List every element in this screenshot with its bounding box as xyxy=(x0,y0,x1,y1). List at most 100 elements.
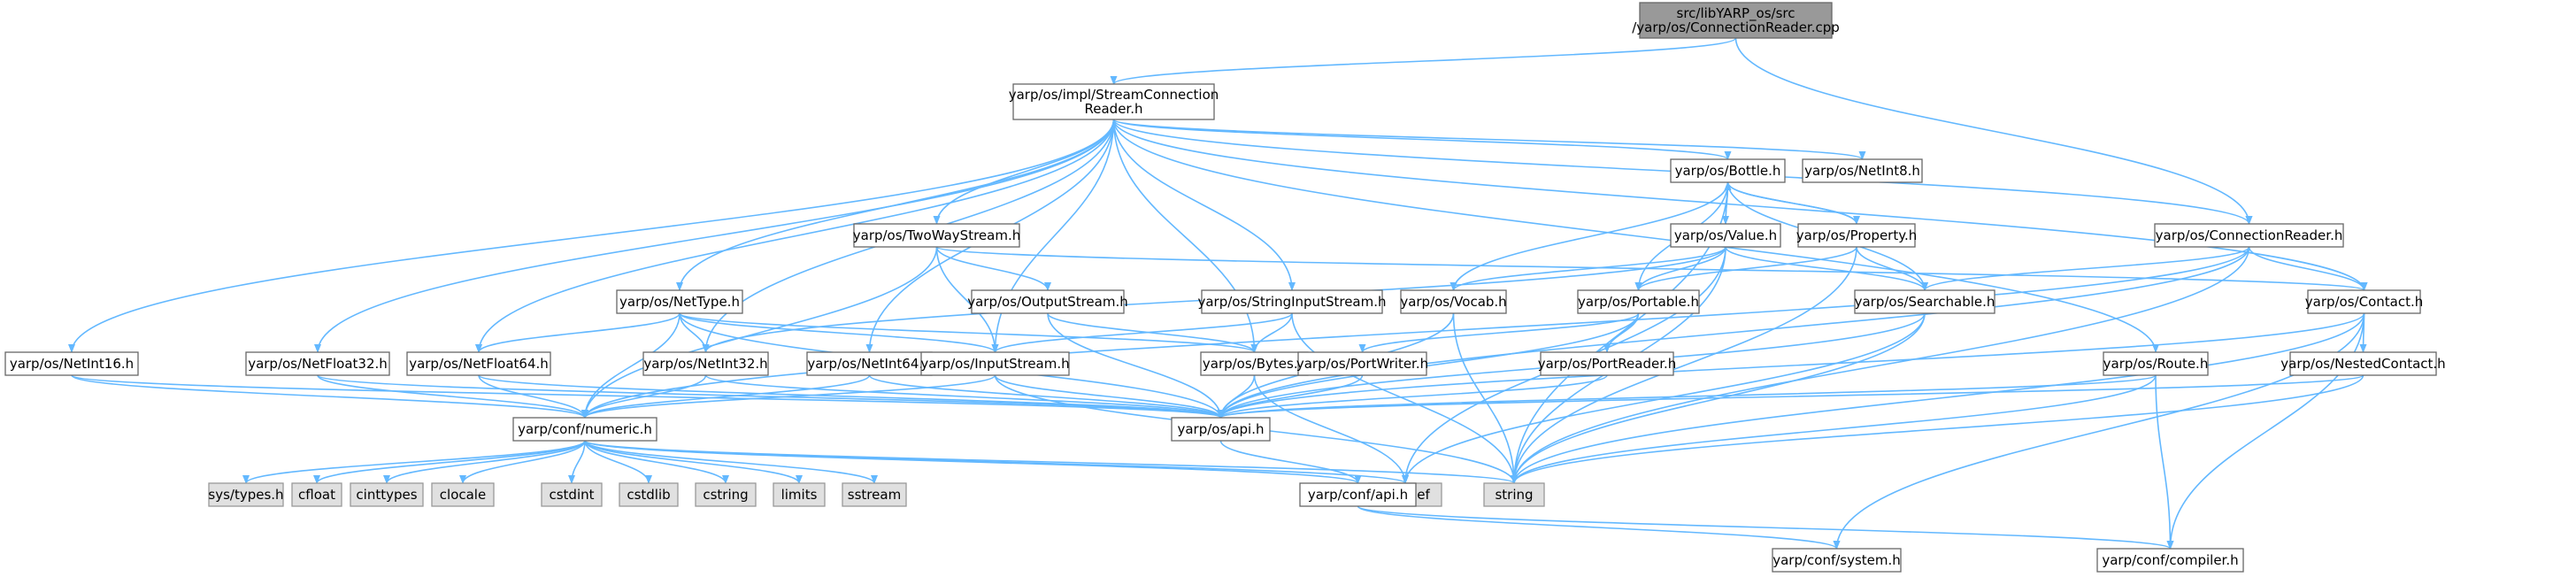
node-contact[interactable]: yarp/os/Contact.h xyxy=(2305,289,2424,314)
node-label-netint16: yarp/os/NetInt16.h xyxy=(10,356,134,372)
node-box-system xyxy=(1772,548,1902,573)
node-root[interactable]: src/libYARP_os/src/yarp/os/ConnectionRea… xyxy=(1632,2,1840,39)
node-box-clocale xyxy=(431,482,495,507)
edge-numeric-to-cstddef xyxy=(584,440,1409,484)
edge-scr-to-route xyxy=(1112,119,2159,353)
node-bytes[interactable]: yarp/os/Bytes.h xyxy=(1200,351,1309,376)
node-netfloat32[interactable]: yarp/os/NetFloat32.h xyxy=(245,351,390,376)
edge-connreader-to-contact xyxy=(2248,246,2368,291)
node-box-portwriter xyxy=(1297,351,1427,376)
node-system[interactable]: yarp/conf/system.h xyxy=(1772,548,1902,573)
node-label-netint8: yarp/os/NetInt8.h xyxy=(1804,163,1920,179)
node-value[interactable]: yarp/os/Value.h xyxy=(1670,223,1781,248)
node-box-nestedcontact xyxy=(2289,351,2437,376)
node-box-cstdlib xyxy=(619,482,679,507)
node-box-numeric xyxy=(512,417,657,442)
node-label-property: yarp/os/Property.h xyxy=(1796,227,1917,243)
node-label-netint32: yarp/os/NetInt32.h xyxy=(643,356,767,372)
node-nettype[interactable]: yarp/os/NetType.h xyxy=(616,289,743,314)
edge-contact-to-string xyxy=(1511,312,2365,484)
edge-numeric-to-cinttypes xyxy=(383,440,586,484)
node-label-value: yarp/os/Value.h xyxy=(1674,227,1777,243)
node-string: string xyxy=(1483,482,1545,507)
node-label-confapi: yarp/conf/api.h xyxy=(1308,487,1408,503)
node-searchable[interactable]: yarp/os/Searchable.h xyxy=(1854,289,1995,314)
node-box-strinput xyxy=(1201,289,1383,314)
edge-confapi-to-system xyxy=(1357,505,1841,550)
edge-confapi-to-compiler xyxy=(1357,505,2174,550)
edge-nettype-to-bytes xyxy=(679,312,1258,353)
node-connreader[interactable]: yarp/os/ConnectionReader.h xyxy=(2154,223,2344,248)
node-label-cfloat: cfloat xyxy=(298,487,335,503)
node-box-netint16 xyxy=(4,351,139,376)
node-portwriter[interactable]: yarp/os/PortWriter.h xyxy=(1296,351,1428,376)
edge-numeric-to-systypes xyxy=(242,440,586,484)
node-nestedcontact[interactable]: yarp/os/NestedContact.h xyxy=(2280,351,2446,376)
node-box-portable xyxy=(1577,289,1700,314)
node-netfloat64[interactable]: yarp/os/NetFloat64.h xyxy=(406,351,551,376)
edge-numeric-to-cfloat xyxy=(313,440,586,484)
node-confapi[interactable]: yarp/conf/api.h xyxy=(1299,482,1417,507)
node-netint64[interactable]: yarp/os/NetInt64.h xyxy=(806,351,933,376)
edge-nettype-to-netint32 xyxy=(679,312,710,353)
node-bottle[interactable]: yarp/os/Bottle.h xyxy=(1670,158,1786,183)
node-box-nettype xyxy=(616,289,743,314)
node-netint16[interactable]: yarp/os/NetInt16.h xyxy=(4,351,139,376)
edge-scr-to-bytes xyxy=(1112,119,1258,353)
node-label-netint64: yarp/os/NetInt64.h xyxy=(807,356,931,372)
node-route[interactable]: yarp/os/Route.h xyxy=(2103,351,2209,376)
node-box-bytes xyxy=(1200,351,1309,376)
edge-numeric-to-cstring xyxy=(584,440,729,484)
node-label-sstream: sstream xyxy=(848,487,901,503)
node-outstream[interactable]: yarp/os/OutputStream.h xyxy=(967,289,1128,314)
edge-numeric-to-string xyxy=(584,440,1518,484)
edge-root-to-connreader xyxy=(1734,37,2253,225)
node-netint8[interactable]: yarp/os/NetInt8.h xyxy=(1802,158,1923,183)
node-inputstream[interactable]: yarp/os/InputStream.h xyxy=(920,351,1070,376)
edge-contact-to-compiler xyxy=(2166,312,2365,550)
node-twoway[interactable]: yarp/os/TwoWayStream.h xyxy=(853,223,1020,248)
node-label-bytes: yarp/os/Bytes.h xyxy=(1203,356,1306,372)
edge-scr-to-netint8 xyxy=(1112,119,1866,160)
edge-scr-to-bottle xyxy=(1112,119,1732,160)
node-numeric[interactable]: yarp/conf/numeric.h xyxy=(512,417,657,442)
node-label-numeric: yarp/conf/numeric.h xyxy=(518,421,652,437)
node-strinput[interactable]: yarp/os/StringInputStream.h xyxy=(1197,289,1387,314)
edge-twoway-to-contact xyxy=(935,246,2367,291)
node-label-netfloat32: yarp/os/NetFloat32.h xyxy=(248,356,388,372)
node-label-system: yarp/conf/system.h xyxy=(1772,552,1901,568)
node-label-contact: yarp/os/Contact.h xyxy=(2305,294,2424,310)
edge-twoway-to-outstream xyxy=(935,246,1051,291)
edge-inputstream-to-osapi xyxy=(994,374,1225,419)
node-limits: limits xyxy=(773,482,826,507)
node-portreader[interactable]: yarp/os/PortReader.h xyxy=(1538,351,1677,376)
node-property[interactable]: yarp/os/Property.h xyxy=(1796,223,1917,248)
node-label-route: yarp/os/Route.h xyxy=(2103,356,2209,372)
node-label-portable: yarp/os/Portable.h xyxy=(1578,294,1699,310)
node-osapi[interactable]: yarp/os/api.h xyxy=(1171,417,1271,442)
node-box-portreader xyxy=(1540,351,1674,376)
node-cstdlib: cstdlib xyxy=(619,482,679,507)
node-label-root-line-1: src/libYARP_os/src xyxy=(1677,5,1796,22)
node-sstream: sstream xyxy=(842,482,907,507)
node-box-cinttypes xyxy=(350,482,424,507)
node-label-bottle: yarp/os/Bottle.h xyxy=(1675,163,1781,179)
node-box-osapi xyxy=(1171,417,1271,442)
node-label-cstdint: cstdint xyxy=(549,487,594,503)
edge-twoway-to-numeric xyxy=(581,246,938,419)
edge-scr-to-netfloat32 xyxy=(314,119,1115,353)
node-netint32[interactable]: yarp/os/NetInt32.h xyxy=(642,351,769,376)
node-vocab[interactable]: yarp/os/Vocab.h xyxy=(1400,289,1507,314)
node-compiler[interactable]: yarp/conf/compiler.h xyxy=(2096,548,2244,573)
node-portable[interactable]: yarp/os/Portable.h xyxy=(1577,289,1700,314)
node-box-property xyxy=(1797,223,1916,248)
node-label-vocab: yarp/os/Vocab.h xyxy=(1400,294,1506,310)
node-box-outstream xyxy=(971,289,1125,314)
edge-bottle-to-vocab xyxy=(1449,181,1729,291)
edge-scr-to-netfloat64 xyxy=(475,119,1115,353)
edge-numeric-to-sstream xyxy=(584,440,878,484)
node-label-systypes: sys/types.h xyxy=(208,487,283,503)
node-label-netfloat64: yarp/os/NetFloat64.h xyxy=(409,356,549,372)
edge-netint32-to-numeric xyxy=(581,374,707,419)
